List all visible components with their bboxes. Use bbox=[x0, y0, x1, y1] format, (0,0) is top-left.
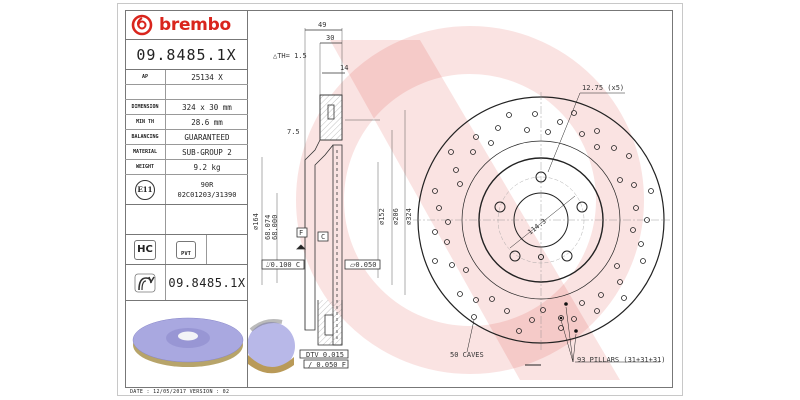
detail-render bbox=[247, 319, 295, 374]
dim-overall-width: 49 bbox=[318, 21, 326, 29]
outer-frame bbox=[117, 3, 683, 396]
drawing-frame bbox=[125, 10, 673, 388]
render-box bbox=[125, 301, 248, 388]
parallel-callout: / 0.050 F bbox=[308, 361, 346, 369]
brand-header: brembo bbox=[125, 10, 248, 40]
spec-value: 28.6 mm bbox=[191, 117, 223, 127]
info-column bbox=[125, 10, 248, 316]
pillars-label: 93 PILLARS (31+31+31) bbox=[577, 356, 666, 364]
spec-value: 25134 X bbox=[191, 72, 223, 82]
flatness-callout: ⏥0.050 bbox=[350, 261, 376, 269]
part-number: 09.8485.1X bbox=[125, 40, 248, 70]
pvt-badge-icon: PVT bbox=[176, 240, 196, 259]
section-view bbox=[261, 28, 406, 369]
spec-value: GUARANTEED bbox=[184, 132, 230, 142]
dim-th-tolerance: △TH= 1.5 bbox=[273, 52, 307, 60]
cert-line-1: 90R bbox=[200, 180, 214, 189]
datum-c: C bbox=[321, 233, 325, 241]
spec-row-ap: AP 25134 X bbox=[125, 70, 248, 85]
dim-d164: ⌀164 bbox=[252, 213, 260, 230]
disc-render bbox=[132, 317, 244, 367]
brembo-watermark bbox=[296, 26, 644, 374]
datum-f: F bbox=[299, 229, 303, 237]
spec-row-material: MATERIAL SUB-GROUP 2 bbox=[125, 145, 248, 160]
dim-thickness: 30 bbox=[326, 34, 334, 42]
spec-value-blank bbox=[166, 85, 248, 99]
spec-key-blank bbox=[125, 85, 166, 99]
caves-label: 50 CAVES bbox=[450, 351, 484, 359]
spec-key: MATERIAL bbox=[125, 145, 166, 159]
spec-key: DIMENSION bbox=[125, 100, 166, 114]
spec-key: MIN TH bbox=[125, 115, 166, 129]
spec-row-blank bbox=[125, 85, 248, 100]
spec-value: 324 x 30 mm bbox=[182, 102, 232, 112]
spec-key: BALANCING bbox=[125, 130, 166, 144]
dim-bore-min: 68.000 bbox=[271, 215, 279, 240]
spec-row-balancing: BALANCING GUARANTEED bbox=[125, 130, 248, 145]
brand-name: brembo bbox=[159, 14, 231, 35]
brembo-logo-icon bbox=[131, 14, 153, 35]
spec-row-min-th: MIN TH 28.6 mm bbox=[125, 115, 248, 130]
spec-value: SUB-GROUP 2 bbox=[182, 147, 232, 157]
spec-row-weight: WEIGHT 9.2 kg bbox=[125, 160, 248, 175]
dtv-callout: DTV 0.015 bbox=[306, 351, 344, 359]
dim-d324: ⌀324 bbox=[405, 208, 413, 225]
e11-approval-icon: E11 bbox=[135, 179, 155, 200]
certification-row: E11 90R 02C01203/31390 bbox=[125, 175, 248, 205]
dim-d152: ⌀152 bbox=[378, 208, 386, 225]
spec-key: AP bbox=[125, 70, 166, 84]
blank-row bbox=[125, 205, 248, 235]
spec-key: WEIGHT bbox=[125, 160, 166, 174]
bolt-hole-label: 12.75 (x5) bbox=[582, 84, 624, 92]
spec-row-dimension: DIMENSION 324 x 30 mm bbox=[125, 100, 248, 115]
hc-badge-icon: HC bbox=[134, 239, 156, 260]
cert-line-2: 02C01203/31390 bbox=[177, 190, 237, 199]
front-view bbox=[413, 92, 670, 366]
xtra-part-row: 09.8485.1X bbox=[125, 265, 248, 301]
dim-bore-max: 68.074 bbox=[264, 215, 272, 240]
runout-callout: ⌰0.100 C bbox=[266, 261, 300, 269]
dim-offset: 7.5 bbox=[287, 128, 300, 136]
badge-row: HC PVT bbox=[125, 235, 248, 265]
date-version: DATE : 12/05/2017 VERSION : 02 bbox=[130, 389, 230, 395]
dim-vane: 14 bbox=[340, 64, 348, 72]
xtra-drilled-icon bbox=[134, 273, 156, 292]
dim-d206: ⌀206 bbox=[392, 208, 400, 225]
spec-value: 9.2 kg bbox=[193, 162, 221, 172]
xtra-part-number: 09.8485.1X bbox=[168, 275, 246, 290]
